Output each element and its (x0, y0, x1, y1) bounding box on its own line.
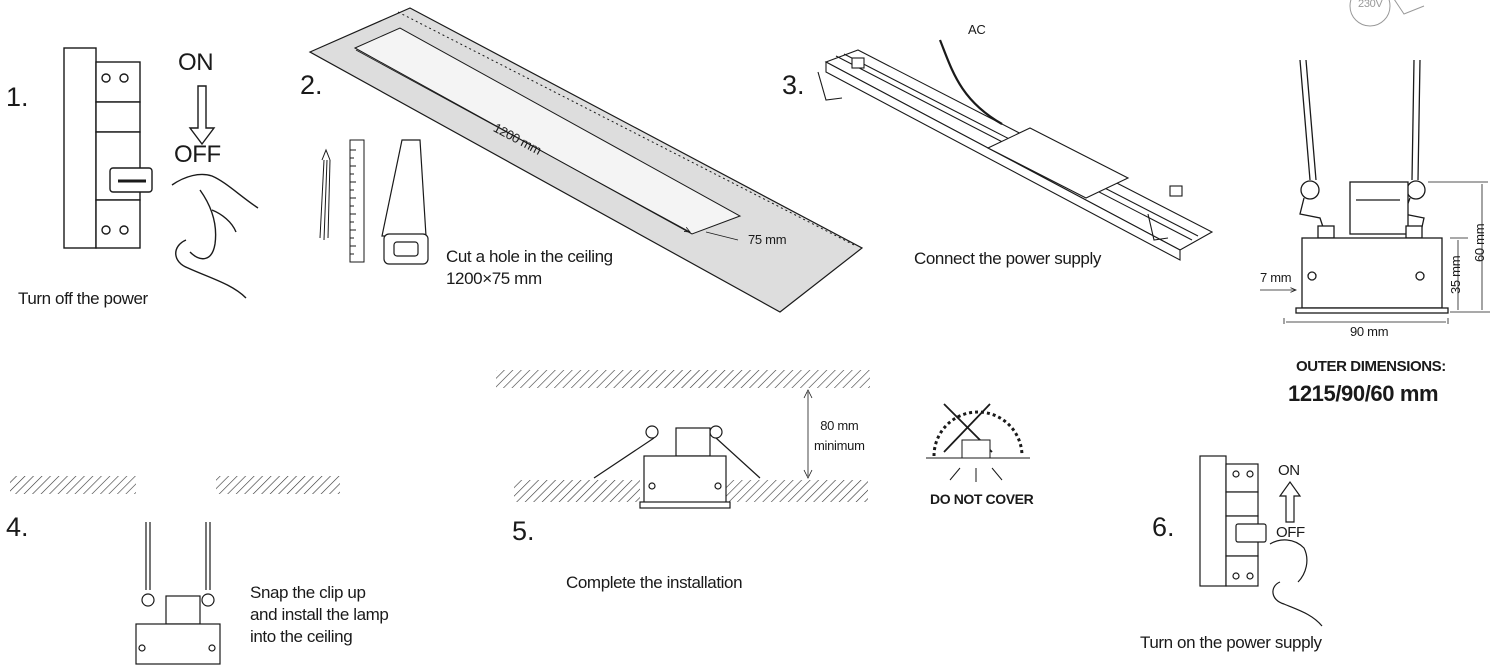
step-2-number: 2. (300, 70, 323, 100)
dimension-lines (1260, 181, 1490, 324)
step-5-clearance-label: 80 mm minimum (814, 418, 865, 453)
step-4-caption: Snap the clip up and install the lamp in… (250, 583, 389, 646)
outer-dimensions-value: 1215/90/60 mm (1288, 381, 1439, 406)
breaker-switch-icon (63, 47, 153, 249)
step-3-number: 3. (782, 70, 805, 100)
ruler-icon (349, 139, 365, 263)
ceiling-hatch-step5 (496, 370, 870, 502)
step-6-off-label: OFF (1276, 524, 1305, 541)
ceiling-hatch-step4 (10, 476, 340, 494)
step-1-off-label: OFF (174, 141, 221, 168)
step-1-on-label: ON (178, 49, 214, 76)
down-arrow-icon (188, 85, 216, 146)
voltage-badge-label: 230V (1358, 0, 1383, 10)
lamp-side-view (1295, 59, 1449, 314)
outer-dimensions-title: OUTER DIMENSIONS: (1296, 358, 1446, 375)
pencil-icon (319, 148, 331, 241)
hand-pointing-on-icon (1269, 539, 1323, 627)
step-6-on-label: ON (1278, 462, 1300, 479)
do-not-cover-label: DO NOT COVER (930, 491, 1034, 507)
lamp-install-step4 (135, 522, 221, 665)
step-2-caption: Cut a hole in the ceiling 1200×75 mm (446, 247, 613, 288)
step-6-caption: Turn on the power supply (1140, 633, 1322, 652)
led-fixture-perspective (817, 39, 1214, 261)
step-3-caption: Connect the power supply (914, 249, 1101, 268)
dim-total-height: 60 mm (1472, 223, 1487, 262)
dim-width: 90 mm (1350, 324, 1389, 339)
dim-side-gap: 7 mm (1260, 270, 1292, 285)
do-not-cover-icon (926, 403, 1030, 482)
step-6-number: 6. (1152, 512, 1175, 542)
step-1-caption: Turn off the power (18, 289, 148, 308)
step-3-cable-label: AC (968, 22, 986, 37)
step-1-number: 1. (6, 82, 29, 112)
hand-pointing-icon (171, 173, 259, 299)
lamp-installed-step5 (593, 425, 761, 509)
ceiling-panel (308, 7, 864, 313)
voltage-badge-icon (1349, 0, 1425, 27)
step-5-caption: Complete the installation (566, 573, 743, 592)
step-4-number: 4. (6, 512, 29, 542)
step-5-number: 5. (512, 516, 535, 546)
step-2-width-label: 75 mm (748, 232, 787, 247)
clearance-dimension (803, 389, 813, 479)
breaker-switch-on-icon (1199, 455, 1267, 587)
handsaw-icon (381, 139, 429, 265)
up-arrow-icon (1278, 480, 1302, 523)
dim-body-height: 35 mm (1448, 255, 1463, 294)
